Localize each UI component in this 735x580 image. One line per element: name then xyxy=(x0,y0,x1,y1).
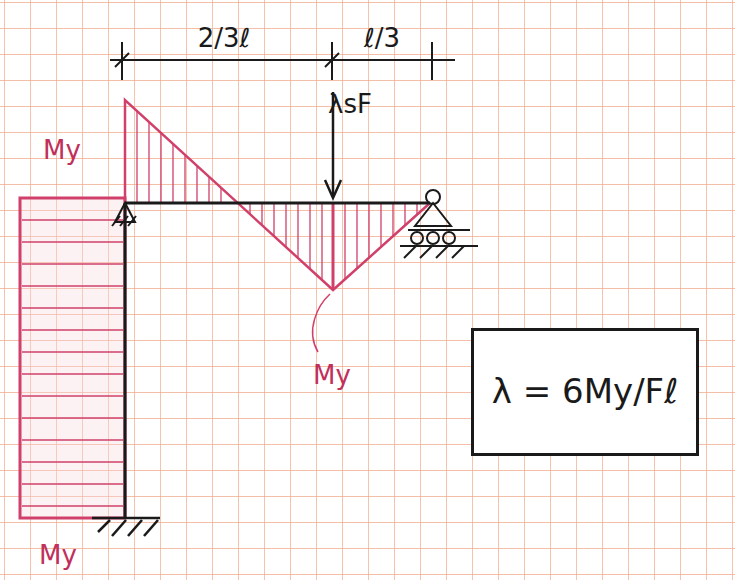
moment-label: My xyxy=(313,361,351,390)
leader-line xyxy=(313,294,330,352)
moment-label: My xyxy=(39,541,77,570)
column-moment-diagram xyxy=(20,198,125,518)
dimension-label: ℓ/3 xyxy=(364,24,400,53)
force-label: λsF xyxy=(328,90,372,119)
beam-moment-diagram xyxy=(125,100,430,352)
pin-support xyxy=(112,203,136,226)
formula-text: λ = 6My/Fℓ xyxy=(492,373,678,410)
moment-label: My xyxy=(43,136,81,165)
formula-box: λ = 6My/Fℓ xyxy=(471,328,699,456)
dimension-label: 2/3ℓ xyxy=(198,24,251,53)
roller-support xyxy=(400,190,478,258)
dimension-line xyxy=(110,42,455,80)
frame-structure xyxy=(125,203,430,518)
fixed-support xyxy=(92,518,160,536)
